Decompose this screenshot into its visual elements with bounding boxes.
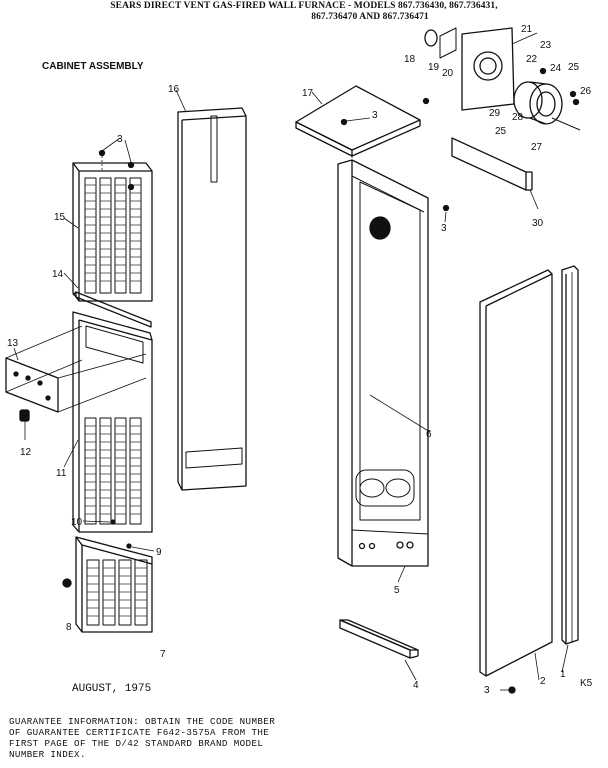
guarantee-line-4: NUMBER INDEX. [9,749,86,760]
revision-date: AUGUST, 1975 [72,683,152,695]
control-plate-part-13 [5,325,147,413]
callout-3a: 3 [117,134,123,145]
rear-panel-part-16 [177,107,247,491]
front-panel-part-11 [72,311,153,533]
cabinet-body-part-6 [337,159,450,567]
callout-2: 2 [540,676,546,687]
leader-lines [13,32,569,691]
vent-assembly-parts-18-29 [424,27,581,131]
footer-code-k5: K5 [580,678,593,689]
knob-part-8 [62,578,72,588]
guarantee-line-1: GUARANTEE INFORMATION: OBTAIN THE CODE N… [9,716,276,727]
callout-19: 19 [428,62,440,73]
callout-9: 9 [156,547,162,558]
knob-part-12 [19,409,30,440]
flue-strip-part-30 [451,137,533,191]
upper-grille-part-15 [72,149,153,302]
callout-16: 16 [168,84,180,95]
callout-17: 17 [302,88,314,99]
callout-28: 28 [512,112,524,123]
callout-23: 23 [540,40,552,51]
section-title: CABINET ASSEMBLY [42,61,144,72]
callout-20: 20 [442,68,454,79]
callout-3b: 3 [372,110,378,121]
callout-25a: 25 [568,62,580,73]
guarantee-line-3: FIRST PAGE OF THE D/42 STANDARD BRAND MO… [9,738,264,749]
callout-21: 21 [521,24,533,35]
top-cover-part-17 [295,85,430,168]
callout-30: 30 [532,218,544,229]
guarantee-line-2: OF GUARANTEE CERTIFICATE F642-3575A FROM… [9,727,270,738]
callout-22: 22 [526,54,538,65]
callout-26: 26 [580,86,592,97]
screw-part-9 [126,543,132,549]
title-line-2: 867.736470 AND 867.736471 [311,12,429,22]
side-channel-part-1 [561,265,579,645]
callout-14: 14 [52,269,64,280]
lower-grille-part-7 [62,536,153,633]
callout-3c: 3 [441,223,447,234]
callout-8: 8 [66,622,72,633]
callout-4: 4 [413,680,419,691]
callout-24: 24 [550,63,562,74]
callout-1: 1 [560,669,566,680]
callout-6: 6 [426,429,432,440]
callout-18: 18 [404,54,416,65]
callout-25b: 25 [495,126,507,137]
callout-27: 27 [531,142,543,153]
callout-15: 15 [54,212,66,223]
side-panel-part-2 [479,269,553,677]
callout-29: 29 [489,108,501,119]
callout-5: 5 [394,585,400,596]
callout-11: 11 [56,468,67,479]
screw-part-10 [110,519,116,525]
callout-3d: 3 [484,685,490,696]
strip-part-14 [72,291,152,328]
callout-numbers: 3 15 14 13 12 11 10 9 8 7 16 17 3 6 5 4 … [7,24,593,696]
callout-7: 7 [160,649,166,660]
callout-10: 10 [71,517,83,528]
title-line-1: SEARS DIRECT VENT GAS-FIRED WALL FURNACE… [110,1,498,11]
bottom-bracket-part-4 [339,619,419,659]
callout-13: 13 [7,338,19,349]
callout-12: 12 [20,447,32,458]
